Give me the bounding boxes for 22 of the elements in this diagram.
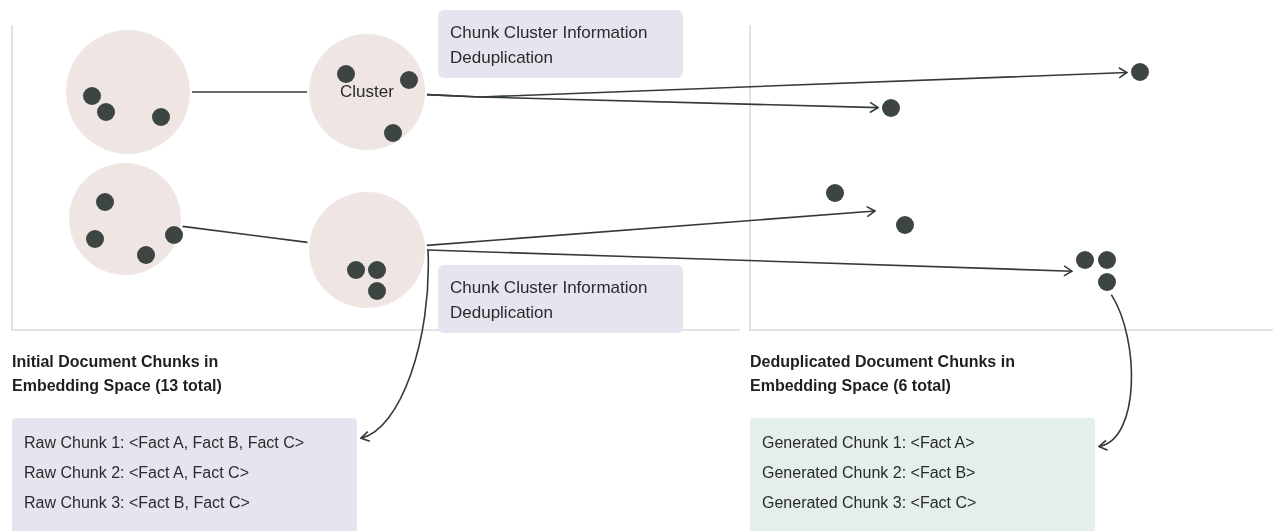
chunk-entry: Raw Chunk 1: <Fact A, Fact B, Fact C> xyxy=(24,433,306,453)
chunk-list-panel xyxy=(750,418,1095,531)
chunk-list-panel xyxy=(12,418,357,531)
chunk-entry: Raw Chunk 2: <Fact A, Fact C> xyxy=(24,463,250,483)
connector-line xyxy=(191,91,308,93)
connector-line xyxy=(181,225,309,244)
chunk-entry: Generated Chunk 1: <Fact A> xyxy=(762,433,976,453)
section-heading: Initial Document Chunks in Embedding Space (13 total) xyxy=(12,352,223,396)
arrow xyxy=(426,205,876,247)
cluster-label: Cluster xyxy=(340,82,394,102)
data-point xyxy=(882,99,900,117)
arrow xyxy=(426,93,879,114)
data-point xyxy=(1131,63,1149,81)
arrow xyxy=(360,249,430,441)
chunk-entry: Generated Chunk 2: <Fact B> xyxy=(762,463,977,483)
arrow xyxy=(1098,293,1133,450)
process-label: Chunk Cluster Information Deduplication xyxy=(438,10,683,78)
section-heading: Deduplicated Document Chunks in Embedding Space (6 total) xyxy=(750,352,1016,396)
process-label: Chunk Cluster Information Deduplication xyxy=(438,265,683,333)
arrow xyxy=(426,249,1073,277)
chunk-entry: Raw Chunk 3: <Fact B, Fact C> xyxy=(24,493,251,513)
chunk-entry: Generated Chunk 3: <Fact C> xyxy=(762,493,978,513)
